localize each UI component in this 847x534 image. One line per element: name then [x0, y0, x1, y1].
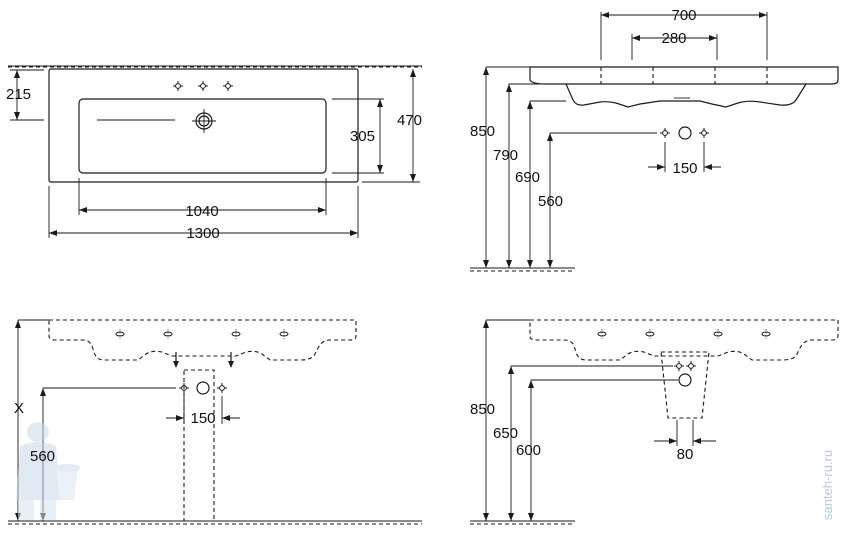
dim-depth-basin: 305: [350, 128, 375, 145]
dim-tap-span-280: 280: [661, 30, 686, 47]
watermark-text: santeh-ru.ru: [820, 450, 835, 520]
waste-outlet-icon: [678, 126, 692, 140]
tap-hole-icon: [659, 127, 671, 139]
drain-icon: [192, 109, 216, 133]
plumber-figure-icon: [16, 422, 80, 520]
dim-width-basin: 1040: [185, 203, 218, 220]
dim-tap-span-700: 700: [671, 7, 696, 24]
front-view-right: [470, 319, 839, 525]
side-view: [470, 12, 839, 272]
dim-height-690: 690: [515, 169, 540, 186]
tap-hole-icon: [222, 80, 234, 92]
dim-height-x: X: [14, 400, 24, 417]
tap-hole-icon: [172, 80, 184, 92]
top-view: [8, 65, 422, 238]
waste-outlet-icon: [196, 381, 210, 395]
dim-height-850-right: 850: [470, 401, 495, 418]
dim-width-overall: 1300: [186, 225, 219, 242]
waste-outlet-icon: [678, 373, 692, 387]
dim-depth-overall: 470: [397, 112, 422, 129]
dim-height-790: 790: [493, 147, 518, 164]
tap-hole-icon: [216, 382, 228, 394]
dim-depth-front: 215: [6, 86, 31, 103]
dim-waste-spacing-80: 80: [677, 446, 694, 463]
dim-height-850: 850: [470, 123, 495, 140]
dim-waste-spacing-150: 150: [672, 160, 697, 177]
dim-height-560: 560: [538, 193, 563, 210]
dim-height-560-left: 560: [30, 448, 55, 465]
dim-height-650: 650: [493, 425, 518, 442]
front-view-left: [8, 319, 422, 525]
tap-hole-icon: [197, 80, 209, 92]
dim-waste-spacing-150-left: 150: [190, 410, 215, 427]
dim-height-600: 600: [516, 442, 541, 459]
tap-hole-icon: [685, 360, 697, 372]
tap-hole-icon: [673, 360, 685, 372]
tap-hole-icon: [698, 127, 710, 139]
